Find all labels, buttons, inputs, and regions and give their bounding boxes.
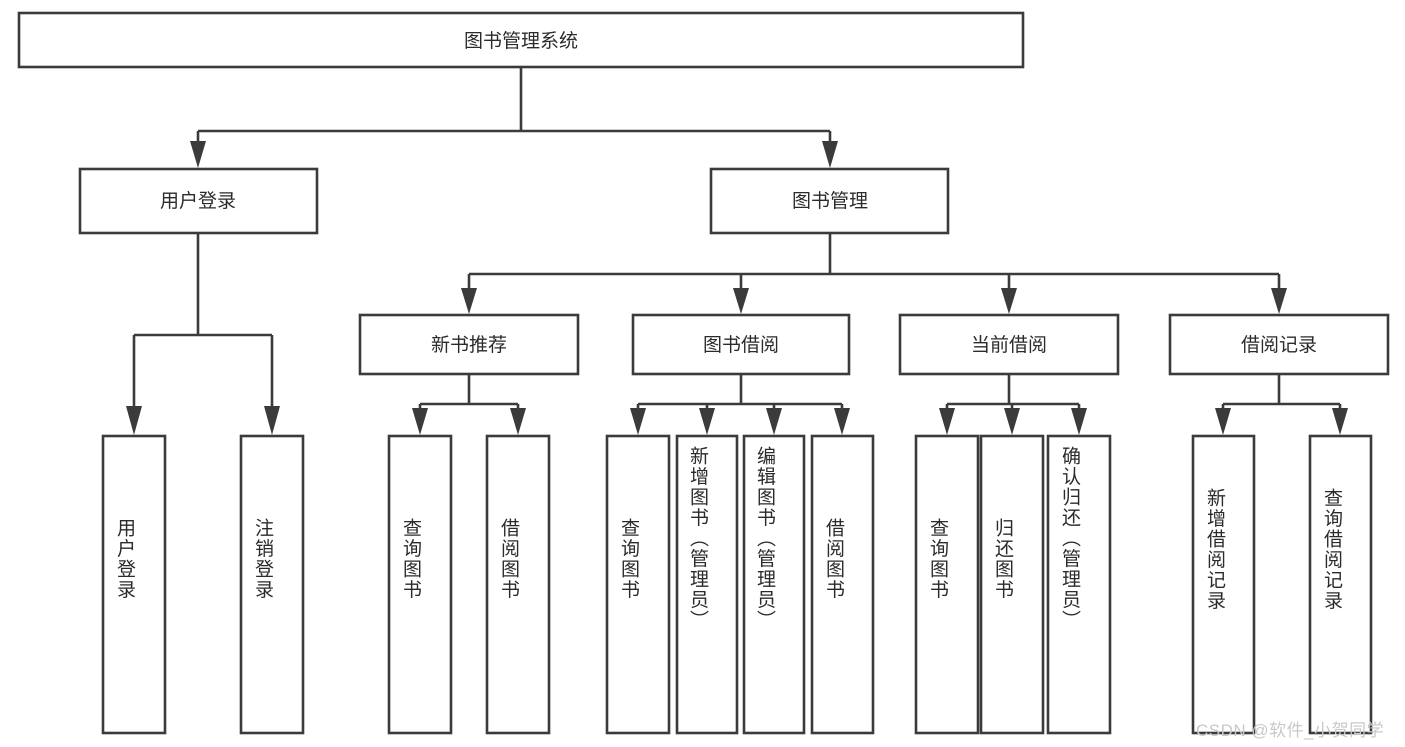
node-borrow-record-label: 借阅记录 (1241, 334, 1317, 356)
arrowhead-leaf-user-logout (264, 406, 280, 435)
arrowhead-leaf-query-book-2 (630, 408, 646, 435)
node-current-borrow-label: 当前借阅 (971, 334, 1047, 356)
node-book-borrow[interactable] (631, 313, 851, 376)
node-leaf-borrow-book-2[interactable] (810, 434, 875, 735)
node-leaf-return-book[interactable] (979, 434, 1045, 735)
arrowhead-leaf-confirm-return (1071, 408, 1087, 435)
node-current-borrow[interactable] (898, 313, 1120, 376)
arrowhead-new-book-recommend (461, 288, 477, 314)
node-book-management[interactable] (709, 167, 950, 235)
node-leaf-borrow-book-1[interactable] (485, 434, 551, 735)
node-leaf-user-login[interactable] (101, 434, 167, 735)
node-leaf-query-borrow-record[interactable] (1308, 434, 1373, 735)
node-book-borrow-label: 图书借阅 (703, 334, 779, 356)
arrowhead-book-borrow (733, 288, 749, 314)
node-root-label: 图书管理系统 (464, 30, 578, 52)
arrowhead-leaf-edit-book (766, 408, 782, 435)
node-layer: 图书管理系统 用户登录 图书管理 新书推荐 图书借阅 当前借阅 借阅记录 (17, 11, 1390, 735)
node-root[interactable] (17, 11, 1025, 69)
node-leaf-user-logout[interactable] (239, 434, 305, 735)
node-user-login-label: 用户登录 (160, 190, 236, 212)
node-leaf-query-book-2[interactable] (605, 434, 671, 735)
node-new-book-recommend[interactable] (358, 313, 580, 376)
node-book-management-label: 图书管理 (792, 190, 868, 212)
node-leaf-edit-book[interactable] (742, 434, 806, 735)
node-user-login[interactable] (78, 167, 319, 235)
arrowhead-leaf-borrow-book-2 (834, 408, 850, 435)
node-new-book-recommend-label: 新书推荐 (431, 334, 507, 356)
node-leaf-add-borrow-record[interactable] (1191, 434, 1256, 735)
csdn-watermark: CSDN @软件_小贺同学 (1196, 721, 1385, 740)
arrowhead-leaf-borrow-book-1 (510, 408, 526, 435)
node-leaf-confirm-return[interactable] (1046, 434, 1112, 735)
edge-layer (126, 67, 1348, 435)
node-leaf-query-book-1[interactable] (387, 434, 453, 735)
arrowhead-current-borrow (1001, 288, 1017, 314)
arrowhead-user-login (190, 141, 206, 168)
arrowhead-leaf-query-borrow-record (1332, 408, 1348, 435)
arrowhead-leaf-user-login (126, 406, 142, 435)
node-leaf-query-book-3[interactable] (914, 434, 980, 735)
arrowhead-leaf-add-borrow-record (1215, 408, 1231, 435)
arrowhead-leaf-return-book (1004, 408, 1020, 435)
arrowhead-borrow-record (1271, 288, 1287, 314)
node-borrow-record[interactable] (1168, 313, 1390, 376)
node-leaf-add-book[interactable] (675, 434, 739, 735)
arrowhead-leaf-query-book-1 (412, 408, 428, 435)
arrowhead-leaf-query-book-3 (939, 408, 955, 435)
arrowhead-leaf-add-book (699, 408, 715, 435)
arrowhead-book-management (822, 141, 838, 168)
